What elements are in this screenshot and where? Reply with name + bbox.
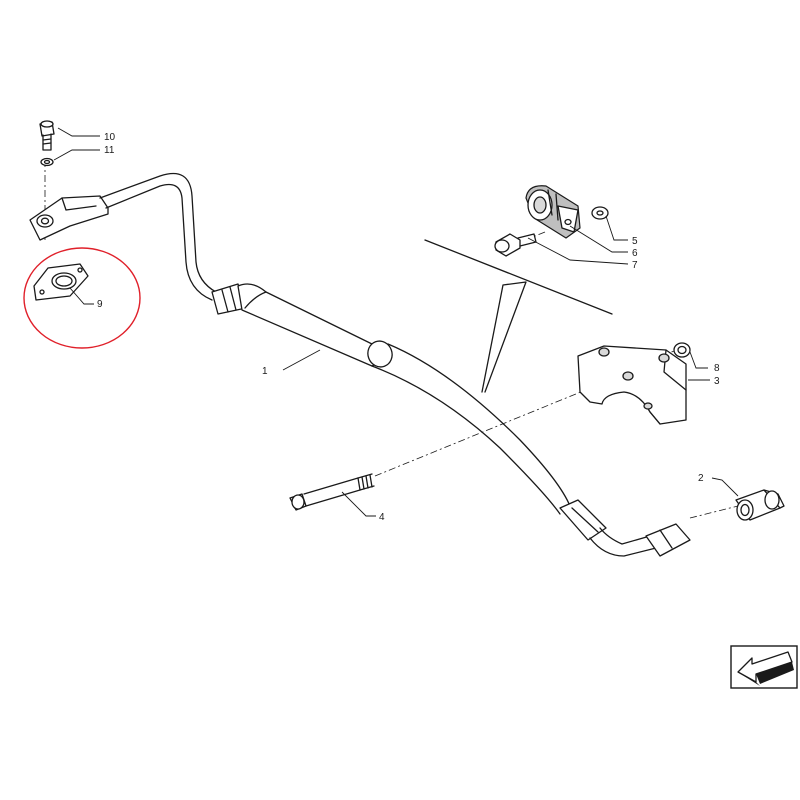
arrow-left-icon[interactable] bbox=[730, 645, 798, 689]
callout-8: 8 bbox=[714, 363, 720, 374]
long-bolt bbox=[289, 473, 375, 511]
adapter-fitting bbox=[735, 489, 785, 521]
callout-6: 6 bbox=[632, 248, 638, 259]
callout-5: 5 bbox=[632, 236, 638, 247]
callout-7: 7 bbox=[632, 260, 638, 271]
bush bbox=[673, 342, 691, 358]
small-washer bbox=[40, 157, 54, 167]
washer bbox=[591, 206, 609, 220]
gasket bbox=[33, 263, 89, 301]
detail-pointer bbox=[424, 239, 613, 393]
screw bbox=[39, 120, 55, 151]
leader-lines bbox=[53, 127, 739, 517]
callout-1: 1 bbox=[262, 366, 268, 377]
callout-10: 10 bbox=[104, 132, 116, 143]
callout-2: 2 bbox=[698, 473, 704, 484]
hose-assembly bbox=[29, 172, 691, 557]
callout-11: 11 bbox=[104, 145, 115, 156]
callout-9: 9 bbox=[97, 299, 103, 310]
callout-labels: 10 11 9 1 2 3 8 5 6 7 4 bbox=[97, 132, 720, 523]
mounting-bracket bbox=[577, 345, 687, 425]
grommet-clamp bbox=[525, 185, 581, 239]
callout-4: 4 bbox=[379, 512, 385, 523]
highlight-circle bbox=[23, 247, 141, 349]
flange-bolt bbox=[494, 233, 537, 257]
callout-3: 3 bbox=[714, 376, 720, 387]
assembly-centerlines bbox=[44, 160, 743, 519]
